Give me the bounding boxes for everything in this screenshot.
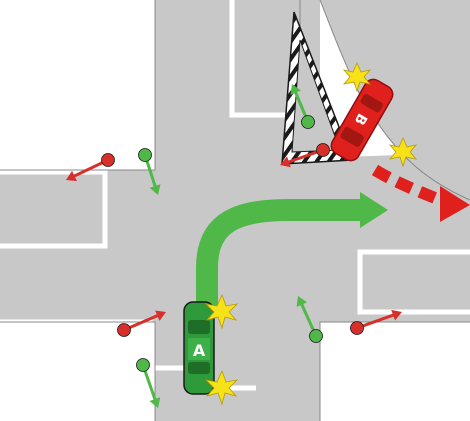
impact-star-icon bbox=[388, 137, 418, 168]
pedestrian-signal-island-stop-icon bbox=[280, 143, 330, 168]
pedestrian-signal-nw-go-icon bbox=[138, 148, 161, 195]
impact-star-icon bbox=[342, 62, 372, 93]
pedestrian-signal-se-go-icon bbox=[296, 296, 323, 343]
impact-stars bbox=[204, 62, 418, 406]
impact-star-icon bbox=[204, 293, 239, 330]
pedestrian-signal-nw-stop-icon bbox=[66, 153, 115, 182]
pedestrian-signals bbox=[66, 84, 402, 408]
pedestrian-signal-sw-go-icon bbox=[136, 358, 161, 408]
pedestrian-signal-sw-stop-icon bbox=[117, 310, 166, 337]
impact-star-icon bbox=[204, 369, 239, 406]
car-b-path-arrow bbox=[371, 164, 470, 222]
car-b: B bbox=[330, 78, 394, 162]
car-a-path-arrow bbox=[196, 192, 388, 312]
pedestrian-signal-island-go-icon bbox=[290, 84, 315, 129]
pedestrian-signal-se-stop-icon bbox=[350, 309, 402, 335]
car-a: A bbox=[183, 301, 215, 395]
car-a-label: A bbox=[193, 341, 206, 360]
